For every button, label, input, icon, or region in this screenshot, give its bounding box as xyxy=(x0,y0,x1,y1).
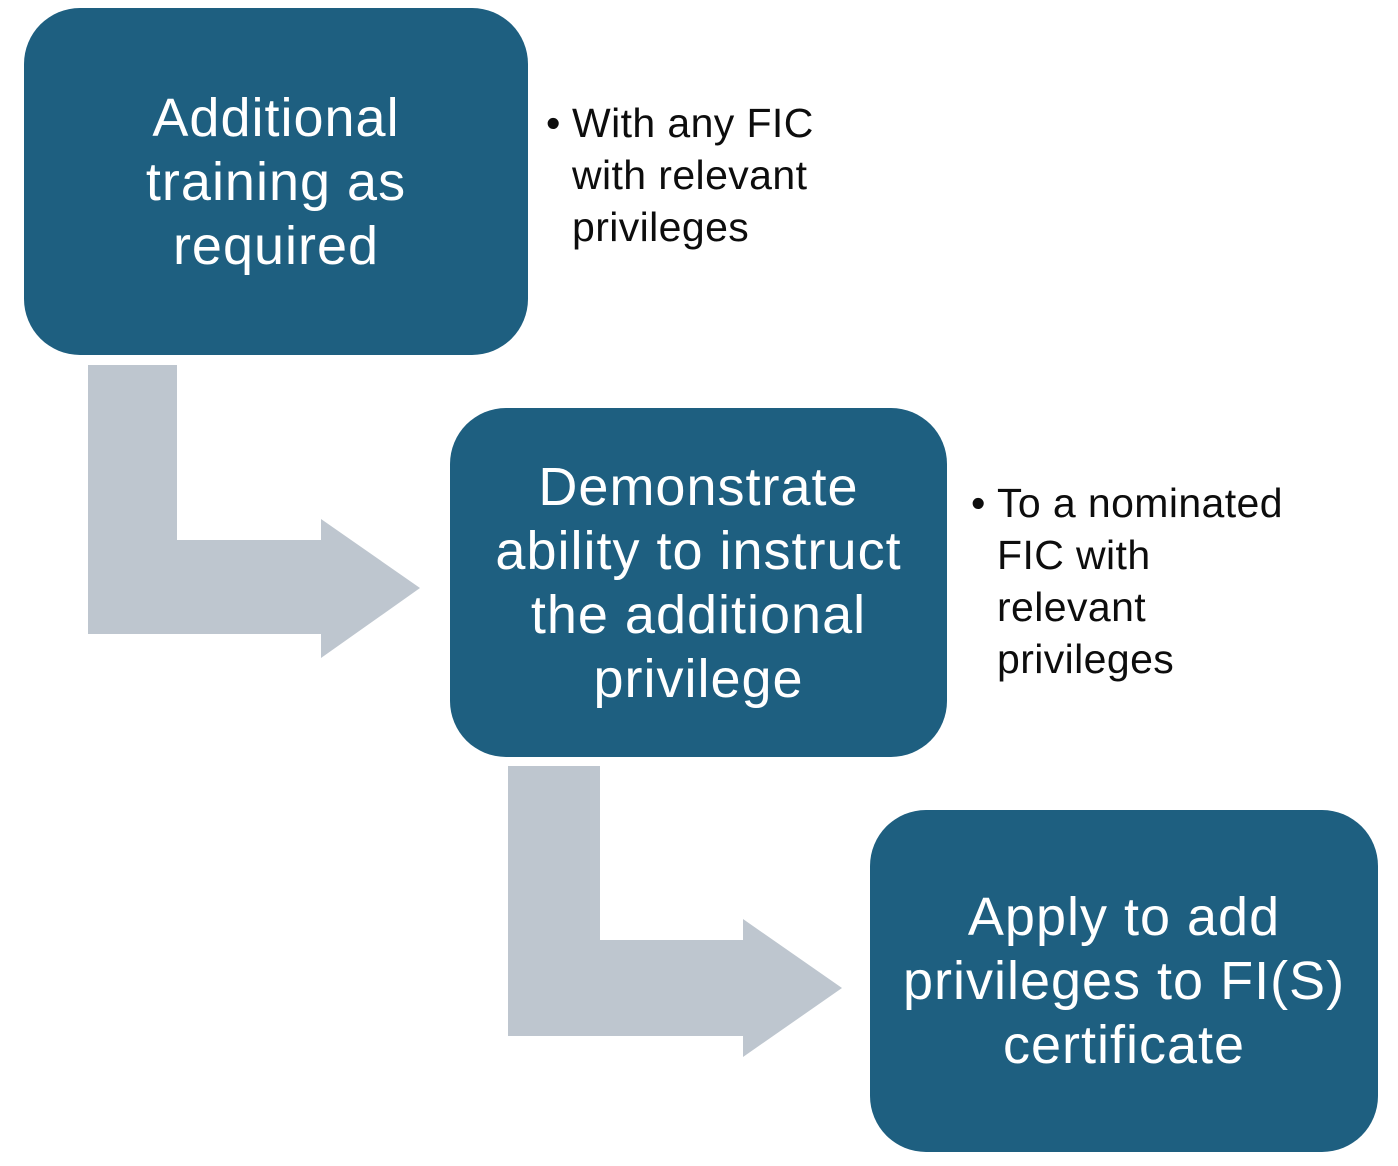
step-3-line-1: Apply to add xyxy=(967,887,1281,947)
step-1-annotation-line-2: with relevant xyxy=(572,152,808,198)
step-1-annotation: • With any FIC with relevant privileges xyxy=(546,97,814,253)
bullet-marker: • xyxy=(546,100,561,146)
step-2-line-2: ability to instruct xyxy=(495,520,902,581)
step-1-line-1: Additional xyxy=(152,87,400,148)
step-2-text: Demonstrate ability to instruct the addi… xyxy=(495,455,901,711)
step-1-line-2: training as xyxy=(145,151,407,212)
step-2-annotation: • To a nominated FIC with relevant privi… xyxy=(971,477,1283,685)
step-3-text: Apply to add privileges to FI(S) certifi… xyxy=(903,885,1345,1077)
step-3-line-2: privileges to FI(S) xyxy=(902,951,1346,1011)
step-1-annotation-line-3: privileges xyxy=(572,204,750,250)
step-2-line-3: the additional xyxy=(530,584,867,645)
step-2-annotation-line-1: To a nominated xyxy=(997,480,1283,526)
step-2-line-1: Demonstrate xyxy=(538,456,859,517)
bullet-marker: • xyxy=(971,480,986,526)
step-2-line-4: privilege xyxy=(593,648,804,709)
step-1-text: Additional training as required xyxy=(146,86,406,278)
elbow-arrow-step1-to-step2 xyxy=(88,365,420,658)
step-2-annotation-line-2: FIC with xyxy=(997,532,1151,578)
step-3-line-3: certificate xyxy=(1002,1015,1246,1075)
step-2-annotation-text: To a nominated FIC with relevant privile… xyxy=(997,477,1283,685)
step-1-annotation-text: With any FIC with relevant privileges xyxy=(572,97,814,253)
step-2-annotation-line-3: relevant xyxy=(997,584,1147,630)
step-1-line-3: required xyxy=(172,215,380,276)
step-3-box: Apply to add privileges to FI(S) certifi… xyxy=(870,810,1378,1152)
step-1-annotation-line-1: With any FIC xyxy=(572,100,814,146)
step-2-box: Demonstrate ability to instruct the addi… xyxy=(450,408,947,757)
elbow-arrow-step2-to-step3 xyxy=(508,766,842,1057)
step-1-box: Additional training as required xyxy=(24,8,528,355)
step-2-annotation-line-4: privileges xyxy=(997,636,1175,682)
